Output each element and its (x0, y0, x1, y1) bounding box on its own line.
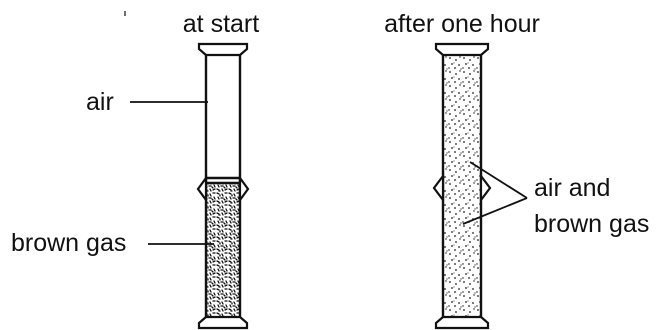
label-brown-gas-mixed: brown gas (534, 210, 649, 238)
tube-at-start (196, 42, 250, 330)
leader-mixed-lower (462, 197, 528, 225)
leader-mixed-upper (469, 161, 528, 199)
brown-gas-fill (206, 183, 240, 317)
joint-right (479, 172, 492, 204)
top-rim (434, 42, 490, 57)
bottom-rim (434, 315, 490, 330)
joint-left (432, 172, 445, 204)
tube-after-one-hour (432, 42, 492, 330)
joint-left (196, 174, 208, 204)
title-at-start: at start (183, 10, 259, 38)
mixed-gas-fill (443, 55, 481, 317)
label-air: air (86, 88, 114, 116)
bottom-rim (197, 315, 249, 330)
title-after-one-hour: after one hour (384, 10, 540, 38)
label-air-and: air and (534, 174, 610, 202)
joint-right (238, 174, 250, 204)
label-brown-gas: brown gas (11, 229, 126, 257)
top-rim (197, 42, 249, 57)
